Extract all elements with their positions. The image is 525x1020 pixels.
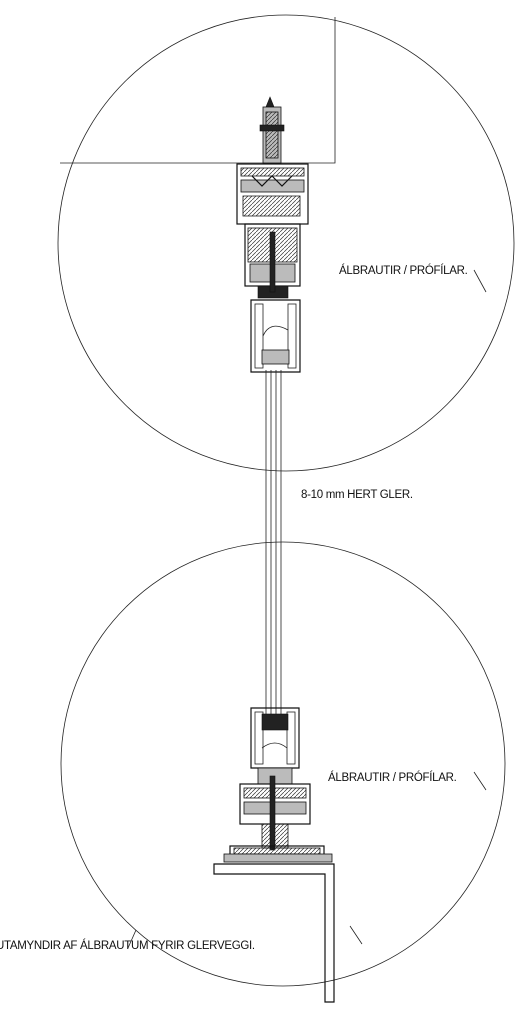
ceiling-line — [60, 17, 336, 164]
top-detail — [57, 14, 515, 472]
caption-leader-right — [349, 925, 363, 945]
caption-leader-left — [127, 929, 137, 949]
bottom-detail-circle — [60, 541, 506, 987]
bottom-glass-holder — [250, 707, 300, 769]
top-glass-holder — [250, 299, 301, 373]
top-detail-circle — [57, 14, 515, 472]
floor-bracket — [213, 863, 335, 1003]
bottom-profile-label: ÁLBRAUTIR / PRÓFÍLAR. — [328, 771, 457, 784]
glass-label: 8-10 mm HERT GLER. — [301, 489, 413, 501]
bottom-detail — [60, 541, 506, 1003]
top-screw — [259, 96, 285, 164]
top-profile — [236, 163, 309, 299]
bottom-label-leader — [473, 771, 487, 791]
top-profile-label: ÁLBRAUTIR / PRÓFÍLAR. — [339, 264, 468, 277]
floor-track — [223, 845, 333, 863]
bottom-profile — [239, 767, 311, 851]
caption-label: UTAMYNDIR AF ÁLBRAUTUM FYRIR GLERVEGGI. — [0, 939, 255, 952]
top-label-leader — [473, 269, 487, 293]
